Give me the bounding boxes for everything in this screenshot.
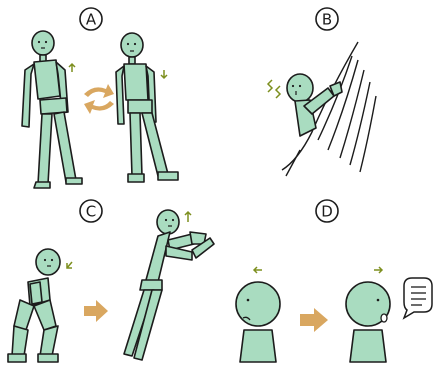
motion-arrow-icon [185, 212, 191, 222]
panel-d-label: D [316, 200, 338, 222]
figure-c-reach [124, 210, 214, 360]
panel-b-letter: B [322, 11, 332, 29]
motion-arrow-icon [69, 64, 75, 72]
right-arrow-icon [84, 300, 108, 322]
figure-c-crouch [8, 249, 60, 362]
figure-a-right [116, 33, 178, 182]
shiver-icon [268, 80, 280, 98]
panel-b-label: B [316, 8, 338, 30]
speech-bubble-icon [404, 278, 432, 318]
panel-c: C [8, 200, 214, 362]
panel-b: B [268, 8, 376, 176]
figure-d-right [346, 282, 390, 362]
panel-c-label: C [80, 200, 102, 222]
panel-d: D [236, 200, 432, 362]
panel-d-letter: D [321, 203, 333, 221]
figure-a-left [22, 31, 82, 188]
motion-arrow-icon [374, 267, 382, 273]
motion-arrow-icon [67, 262, 72, 268]
right-arrow-icon [300, 308, 328, 332]
panel-a-letter: A [86, 11, 97, 29]
panel-c-letter: C [86, 203, 96, 221]
motion-arrow-icon [254, 267, 262, 273]
panel-a: A [22, 8, 178, 188]
swap-arrows-icon [84, 84, 114, 114]
motion-arrow-icon [161, 70, 167, 78]
figure-d-left [236, 282, 280, 362]
panel-a-label: A [80, 8, 102, 30]
